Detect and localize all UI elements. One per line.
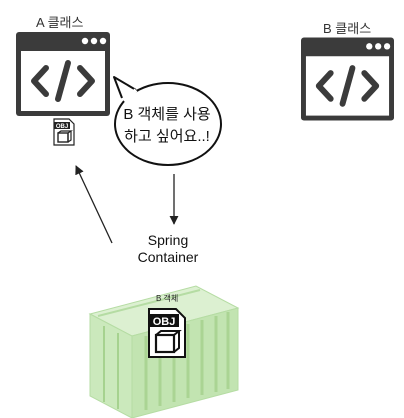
class-b-label: B 클래스 [323, 21, 372, 36]
spring-line-1: Spring [147, 232, 189, 248]
container-object-label: B 객체 [156, 294, 179, 303]
bubble-line-2: 하고 싶어요..! [124, 128, 210, 145]
speech-bubble [113, 76, 222, 166]
code-window-icon-a [16, 32, 110, 116]
object-file-icon-b: OBJ [148, 308, 186, 358]
obj-tag-a: OBJ [56, 124, 68, 130]
speech-bubble-text: B 객체를 사용 하고 싶어요..! [114, 104, 220, 148]
class-a-label: A 클래스 [36, 15, 84, 30]
obj-tag-b: OBJ [153, 316, 176, 328]
spring-line-2: Container [137, 249, 199, 265]
spring-container-label: Spring Container [118, 232, 218, 266]
code-window-icon-b [301, 37, 394, 121]
bubble-line-1: B 객체를 사용 [123, 106, 211, 123]
object-file-icon-a: OBJ [53, 118, 75, 146]
arrow-container-to-a [75, 165, 113, 244]
